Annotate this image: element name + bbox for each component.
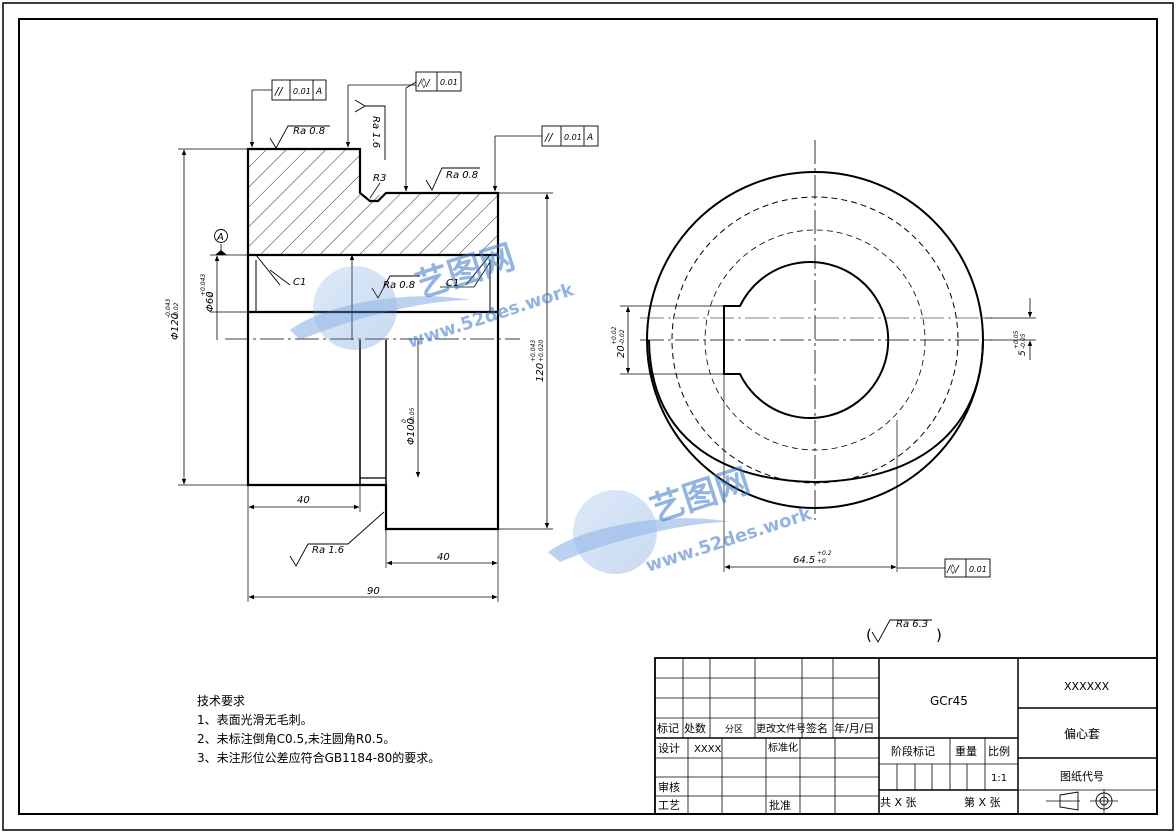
gdt-symbol: // <box>544 131 554 144</box>
scale-label: 比例 <box>988 744 1010 758</box>
dim-5: 5 <box>1018 350 1028 356</box>
stage-mark-label: 阶段标记 <box>891 744 935 758</box>
sheets-total: 共 X 张 <box>880 796 917 809</box>
check-label: 审核 <box>658 780 680 794</box>
designer-name: XXXX <box>694 744 722 755</box>
dim-phi120-tol-down: -0.02 <box>173 302 180 318</box>
col-zone: 分区 <box>725 724 743 735</box>
design-label: 设计 <box>658 742 680 755</box>
watermark-brand-2: 艺图网 <box>645 461 754 531</box>
dim-64-5: 64.5 <box>793 555 815 566</box>
datum-symbol <box>214 229 228 243</box>
gdt-value: 0.01 <box>564 133 582 142</box>
col-count: 处数 <box>684 722 706 735</box>
note-item: 3、未注形位公差应符合GB1184-80的要求。 <box>197 751 441 765</box>
standard-label: 标准化 <box>768 741 798 754</box>
gdt-symbol: // <box>274 85 284 98</box>
col-mark: 标记 <box>657 721 679 735</box>
dim-20-tol-down: -0.02 <box>619 329 626 345</box>
col-sign: 签名 <box>806 721 828 735</box>
dim-phi120: Φ120 <box>170 313 181 340</box>
watermark-2 <box>548 490 730 574</box>
keyed-bore <box>723 261 890 419</box>
roughness-general-symbol <box>871 619 932 643</box>
gdt-frame-right-view <box>944 558 991 578</box>
dim-phi60-tol-up: +0.043 <box>200 274 207 296</box>
chamfer-label: C1 <box>446 278 459 289</box>
dim-phi120-tol-up: -0.043 <box>165 298 172 318</box>
roughness-value: Ra 1.6 <box>312 545 344 556</box>
gdt-value: 0.01 <box>969 565 987 574</box>
radius-label: R3 <box>373 173 386 184</box>
note-item: 2、未标注倒角C0.5,未注圆角R0.5。 <box>197 732 396 746</box>
title-block <box>654 657 1158 815</box>
globe-icon <box>573 490 657 574</box>
roughness-symbol-vertical <box>354 99 386 160</box>
material: GCr45 <box>930 694 968 708</box>
note-item: 1、表面光滑无毛刺。 <box>197 713 313 727</box>
dim-phi100-tol-down: -0.05 <box>409 407 416 423</box>
dim-64-5-tol-down: +0 <box>817 558 826 565</box>
technical-requirements: 技术要求 1、表面光滑无毛刺。 2、未标注倒角C0.5,未注圆角R0.5。 3、… <box>197 692 440 768</box>
gdt-symbol: /◊/ <box>946 563 960 575</box>
roughness-general-value: Ra 6.3 <box>896 619 928 630</box>
dim-phi60-tol-down: 0 <box>208 292 215 296</box>
globe-icon <box>313 266 397 350</box>
gdt-datum: A <box>315 87 322 97</box>
weight-label: 重量 <box>955 744 977 758</box>
projection-cone-icon <box>1059 791 1079 811</box>
dim-phi100-tol-up: 0 <box>401 419 408 423</box>
gdt-frame-top-left <box>271 79 327 101</box>
gdt-symbol: /◊/ <box>417 77 431 89</box>
company-name: XXXXXX <box>1064 680 1110 693</box>
dim-120-tol-down: +0.020 <box>538 340 545 362</box>
dim-phi100: Φ100 <box>406 418 417 445</box>
dim-20-tol-up: +0.02 <box>611 326 618 345</box>
drawing-number-label: 图纸代号 <box>1060 770 1104 783</box>
notes-title: 技术要求 <box>197 694 246 708</box>
roughness-value: Ra 0.8 <box>293 126 325 137</box>
dim-20: 20 <box>616 345 627 358</box>
datum-letter: A <box>216 232 224 243</box>
dim-40-left: 40 <box>297 495 310 506</box>
dim-90: 90 <box>367 586 380 597</box>
dim-phi60: Φ60 <box>205 291 216 312</box>
roughness-symbol <box>269 125 330 149</box>
sheet-number: 第 X 张 <box>964 795 1001 809</box>
col-change-doc: 更改文件号 <box>756 722 806 735</box>
col-date: 年/月/日 <box>834 721 874 735</box>
gdt-datum: A <box>586 133 593 143</box>
roughness-value: Ra 0.8 <box>383 280 415 291</box>
watermark-1 <box>290 266 470 350</box>
end-view <box>620 140 1036 578</box>
roughness-value: Ra 0.8 <box>446 170 478 181</box>
process-label: 工艺 <box>658 799 680 812</box>
section-view <box>178 71 932 643</box>
dim-40-right: 40 <box>437 552 450 563</box>
chamfer-label: C1 <box>293 277 306 288</box>
roughness-symbol <box>425 167 480 191</box>
dim-120-tol-up: +0.043 <box>530 340 537 362</box>
dim-5-tol-down: -0.05 <box>1020 333 1027 349</box>
scale-value: 1:1 <box>991 773 1007 784</box>
roughness-value: Ra 1.6 <box>370 116 381 148</box>
gdt-value: 0.01 <box>293 87 311 96</box>
roughness-symbol <box>289 511 385 567</box>
dim-5-tol-up: +0.05 <box>1013 330 1020 349</box>
roughness-paren-open: ( <box>866 626 872 644</box>
inner-frame <box>18 18 1158 815</box>
watermark-brand: 艺图网 <box>410 237 519 307</box>
gdt-frame-top-mid <box>415 71 462 92</box>
eccentric-profile <box>648 339 984 484</box>
approve-label: 批准 <box>769 798 791 812</box>
part-name: 偏心套 <box>1064 726 1100 741</box>
dim-64-5-tol-up: +0.2 <box>817 550 832 557</box>
dim-120: 120 <box>535 363 546 382</box>
gdt-value: 0.01 <box>440 78 458 87</box>
roughness-paren-close: ) <box>936 626 942 644</box>
